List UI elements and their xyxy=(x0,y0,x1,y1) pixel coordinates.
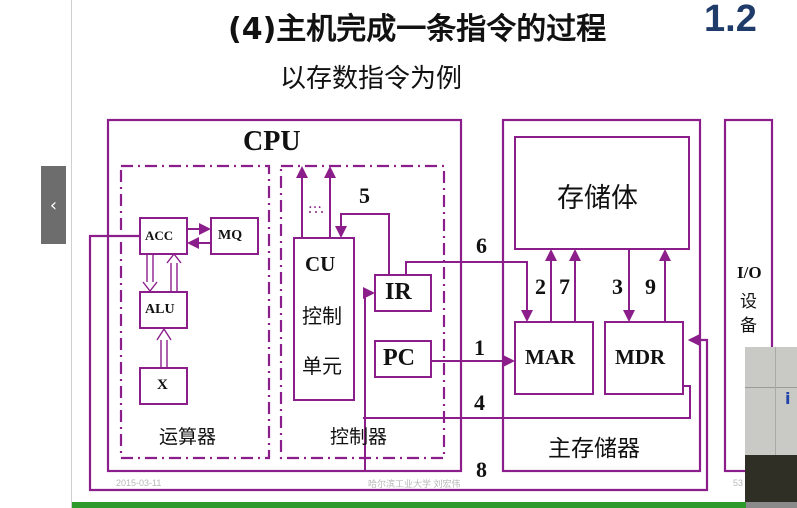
cpu-box xyxy=(106,118,463,473)
storage-label: 存储体 xyxy=(557,183,638,214)
cu-box xyxy=(293,237,355,401)
slide-title: (4)主机完成一条指令的过程 xyxy=(228,12,607,47)
mq-label: MQ xyxy=(218,228,243,243)
webcam-text: i xyxy=(785,389,791,408)
previous-slide-button[interactable]: ‹ xyxy=(41,166,66,244)
main-memory-box xyxy=(501,118,702,473)
chevron-left-icon: ‹ xyxy=(49,194,58,216)
x-box xyxy=(139,367,188,405)
pc-box xyxy=(374,340,432,378)
control-unit-box xyxy=(279,164,446,460)
progress-fill xyxy=(72,502,747,508)
io-label-3: 备 xyxy=(740,316,757,336)
step-7: 7 xyxy=(559,274,570,299)
step-5: 5 xyxy=(359,183,370,208)
cpu-label: CPU xyxy=(243,126,301,157)
control-unit-label: 控制器 xyxy=(330,426,388,448)
io-label-2: 设 xyxy=(740,292,757,312)
step-3: 3 xyxy=(612,274,623,299)
bus-line-acc-outer xyxy=(88,234,709,492)
alu-label: ALU xyxy=(145,302,175,317)
mar-box xyxy=(514,321,594,395)
pc-label: PC xyxy=(383,345,415,371)
cu-sub-label-2: 单元 xyxy=(302,354,342,378)
storage-box xyxy=(514,136,690,250)
main-memory-label: 主存储器 xyxy=(548,436,640,462)
alu-unit-box xyxy=(119,164,271,460)
step-9: 9 xyxy=(645,274,656,299)
mar-label: MAR xyxy=(525,345,576,369)
footer-author: 哈尔滨工业大学 刘宏伟 xyxy=(368,479,461,489)
mq-box xyxy=(210,217,259,255)
section-number: 1.2 xyxy=(704,0,757,40)
slide-subtitle: 以存数指令为例 xyxy=(280,64,463,94)
step-6: 6 xyxy=(476,233,487,258)
alu-unit-label: 运算器 xyxy=(159,426,217,448)
cu-label: CU xyxy=(305,252,336,276)
acc-box xyxy=(139,217,188,255)
step-8: 8 xyxy=(476,457,487,482)
io-label-1: I/O xyxy=(737,263,762,282)
mdr-label: MDR xyxy=(615,345,666,369)
playback-progress-bar[interactable] xyxy=(72,502,797,508)
acc-label: ACC xyxy=(145,228,174,243)
left-pane: ‹ xyxy=(0,0,72,508)
ir-label: IR xyxy=(385,279,412,305)
alu-box xyxy=(139,291,188,329)
mdr-box xyxy=(604,321,684,395)
x-label: X xyxy=(157,377,168,393)
cu-dots: … xyxy=(308,196,322,212)
ir-box xyxy=(374,274,432,312)
step-2: 2 xyxy=(535,274,546,299)
footer-page: 53 xyxy=(733,478,744,488)
step-4: 4 xyxy=(474,390,485,415)
step-1: 1 xyxy=(474,335,485,360)
cu-sub-label-1: 控制 xyxy=(302,304,342,328)
webcam-overlay: i xyxy=(745,347,797,508)
footer-date: 2015-03-11 xyxy=(116,478,162,488)
